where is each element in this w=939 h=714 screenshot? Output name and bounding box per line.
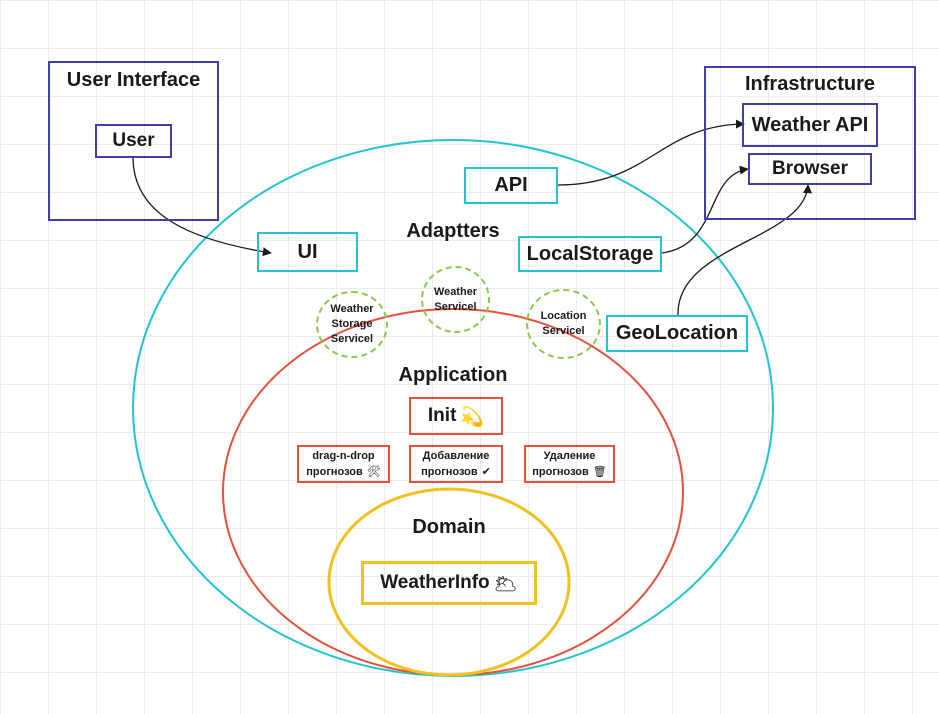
- sun-behind-cloud-icon: 🌥: [493, 572, 518, 595]
- local-storage-node[interactable]: LocalStorage: [518, 236, 662, 272]
- drag-n-drop-line1: drag-n-drop: [312, 450, 375, 462]
- init-node[interactable]: Init 💫: [409, 397, 503, 435]
- adapters-layer-title: Adaptters: [406, 220, 500, 242]
- location-service-line2: Servicel: [542, 325, 585, 337]
- tools-icon: 🛠: [366, 465, 381, 478]
- add-forecast-line2: прогнозов✔: [421, 465, 491, 478]
- weather-info-label: WeatherInfo: [380, 572, 490, 593]
- application-layer-title: Application: [398, 364, 508, 386]
- api-node[interactable]: API: [464, 167, 558, 204]
- remove-forecast-line2: прогнозов🗑: [532, 465, 607, 478]
- connector-user-to-ui: [132, 156, 272, 257]
- browser-node[interactable]: Browser: [748, 153, 872, 185]
- init-label: Init: [427, 405, 457, 426]
- weather-storage-service-line3: Servicel: [330, 333, 374, 345]
- drag-n-drop-line2: прогнозов🛠: [306, 465, 381, 478]
- user-interface-title: User Interface: [66, 69, 201, 91]
- weather-info-node[interactable]: WeatherInfo 🌥: [361, 561, 537, 605]
- connector-localstorage-to-browser: [661, 165, 749, 254]
- infrastructure-title: Infrastructure: [744, 73, 876, 95]
- user-interface-frame: [48, 61, 219, 221]
- weather-storage-service-line1: Weather: [330, 303, 374, 315]
- sparkle-icon: 💫: [460, 405, 485, 428]
- check-icon: ✔: [481, 465, 491, 478]
- location-service-line1: Location: [540, 310, 587, 322]
- weather-storage-service-line2: Storage: [331, 318, 373, 330]
- add-forecast-node[interactable]: Добавление прогнозов✔: [409, 445, 503, 483]
- drag-n-drop-node[interactable]: drag-n-drop прогнозов🛠: [297, 445, 390, 483]
- weather-service[interactable]: Weather Servicel: [421, 266, 490, 333]
- infrastructure-frame: [704, 66, 916, 220]
- remove-forecast-node[interactable]: Удаление прогнозов🗑: [524, 445, 615, 483]
- weather-service-line2: Servicel: [434, 300, 477, 313]
- geolocation-node[interactable]: GeoLocation: [606, 315, 748, 352]
- ui-node[interactable]: UI: [257, 232, 358, 272]
- user-node[interactable]: User: [95, 124, 172, 158]
- connector-geolocation-to-browser: [677, 184, 813, 317]
- weather-storage-service[interactable]: Weather Storage Servicel: [316, 291, 388, 358]
- domain-layer-title: Domain: [412, 516, 486, 538]
- weather-service-line1: Weather: [433, 285, 478, 298]
- domain-ellipse: [327, 487, 571, 677]
- weather-api-node[interactable]: Weather API: [742, 103, 878, 147]
- connector-api-to-weather-api: [557, 119, 745, 186]
- trash-icon: 🗑: [592, 465, 607, 478]
- remove-forecast-line1: Удаление: [543, 450, 596, 462]
- add-forecast-line1: Добавление: [422, 450, 490, 462]
- location-service[interactable]: Location Servicel: [526, 289, 601, 359]
